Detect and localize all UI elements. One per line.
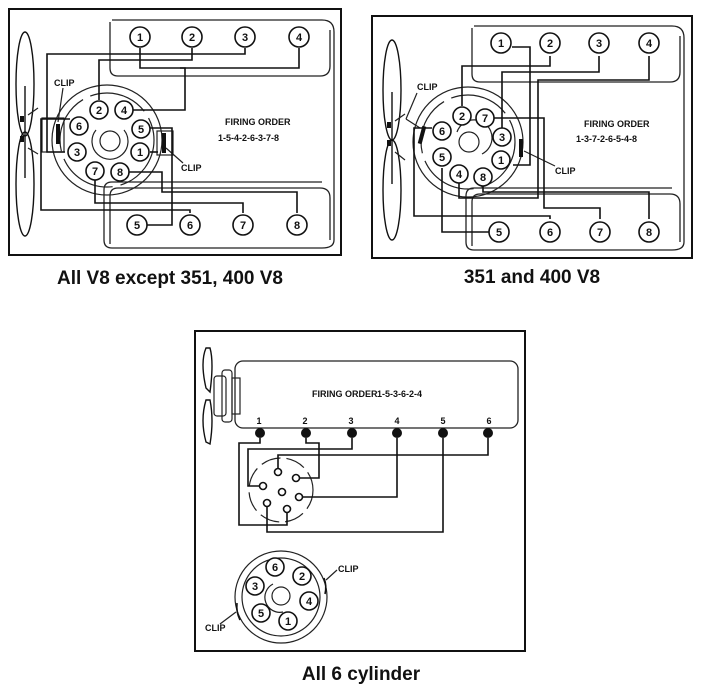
clip-right-icon <box>323 577 327 595</box>
dist-terminal-label: 4 <box>456 169 463 181</box>
dist-terminal-label: 1 <box>498 155 504 167</box>
distributor-cap-numbered: 6 2 4 1 5 3 <box>234 550 328 644</box>
dist-terminal-label: 2 <box>459 111 465 123</box>
cylinder-7-label: 7 <box>240 220 246 232</box>
dist-terminal-label: 7 <box>482 113 488 125</box>
clip-label-right: CLIP <box>555 166 576 176</box>
firing-order-title: FIRING ORDER <box>312 389 378 399</box>
cylinder-4-label: 4 <box>296 32 303 44</box>
top-bank-outline <box>471 28 681 83</box>
clip-bracket-right <box>156 130 174 156</box>
cylinder-4-label: 4 <box>646 38 653 50</box>
clip-left-icon <box>56 124 60 144</box>
frame <box>194 330 526 652</box>
cylinder-8-label: 8 <box>294 220 300 232</box>
firing-order-value: 1-3-7-2-6-5-4-8 <box>576 134 637 144</box>
cylinder-6-label: 6 <box>187 220 193 232</box>
top-bank-terminals: 1 2 3 4 <box>129 26 310 48</box>
dist-terminal-label: 5 <box>439 152 445 164</box>
cylinder-2-label: 2 <box>547 38 553 50</box>
top-bank-outline <box>109 22 331 77</box>
cylinder-5-label: 5 <box>134 220 140 232</box>
dist-terminal-label: 3 <box>499 132 505 144</box>
frame <box>8 8 342 256</box>
engine-block <box>234 360 519 429</box>
diagram-v8-351-400: CLIP CLIP 1 2 3 4 5 6 7 8 2 7 <box>371 15 693 288</box>
clip-left-icon <box>236 602 241 621</box>
fan-icon <box>15 31 39 237</box>
clip-right-icon <box>162 133 166 153</box>
firing-order-title: FIRING ORDER <box>584 119 650 129</box>
cylinder-1-label: 1 <box>498 38 504 50</box>
firing-order-title: FIRING ORDER <box>225 117 291 127</box>
rotation-arrow-icon <box>264 583 284 613</box>
fan-icon <box>202 347 241 446</box>
bottom-bank-terminals: 5 6 7 8 <box>126 214 308 236</box>
spark-plug-wires <box>238 438 489 533</box>
dist-terminal-label: 2 <box>96 105 102 117</box>
cylinder-5-label: 5 <box>440 416 445 426</box>
dist-terminal-label: 1 <box>137 147 143 159</box>
dist-terminal-label: 4 <box>306 596 313 608</box>
diagram-caption: All 6 cylinder <box>302 664 421 685</box>
dist-terminal-label: 4 <box>121 105 128 117</box>
clip-label-right: CLIP <box>338 564 359 574</box>
fan-icon <box>382 39 406 241</box>
rotation-arrow-icon <box>91 129 129 160</box>
dist-terminal-label: 5 <box>138 124 144 136</box>
cylinder-6-label: 6 <box>486 416 491 426</box>
distributor-cap <box>51 84 163 196</box>
cylinder-1-label: 1 <box>256 416 261 426</box>
diagram-caption: All V8 except 351, 400 V8 <box>57 268 283 289</box>
cylinder-3-label: 3 <box>242 32 248 44</box>
dist-terminal-label: 7 <box>92 166 98 178</box>
engine-block <box>465 25 685 251</box>
firing-order-value: 1-5-4-2-6-3-7-8 <box>218 133 279 143</box>
dist-terminal-label: 8 <box>480 172 486 184</box>
dist-terminal-label: 6 <box>439 126 445 138</box>
spark-plug-dots <box>255 428 493 438</box>
cylinder-3-label: 3 <box>348 416 353 426</box>
diagram-caption: 351 and 400 V8 <box>464 267 600 288</box>
cylinder-labels: 1 2 3 4 5 6 <box>256 416 491 426</box>
distributor-terminals: 2 7 6 3 5 1 4 8 <box>432 106 512 187</box>
cylinder-6-label: 6 <box>547 227 553 239</box>
cylinder-3-label: 3 <box>596 38 602 50</box>
cylinder-5-label: 5 <box>496 227 502 239</box>
cylinder-2-label: 2 <box>302 416 307 426</box>
distributor-terminals: 2 4 6 5 3 1 7 8 <box>67 100 151 182</box>
dist-terminal-label: 3 <box>252 581 258 593</box>
dist-terminal-label: 3 <box>74 147 80 159</box>
top-bank-terminals: 1 2 3 4 <box>490 32 660 54</box>
cylinder-4-label: 4 <box>394 416 399 426</box>
cylinder-7-label: 7 <box>597 227 603 239</box>
distributor-cap-top-view <box>248 457 314 523</box>
clip-label-right: CLIP <box>181 163 202 173</box>
bottom-bank-terminals: 5 6 7 8 <box>488 221 660 243</box>
spark-plug-wires <box>413 46 650 233</box>
spark-plug-wires <box>40 48 300 226</box>
dist-terminal-label: 6 <box>76 121 82 133</box>
dist-terminal-label: 8 <box>117 167 123 179</box>
diagram-v8-standard: CLIP CLIP 1 2 3 4 5 6 7 8 <box>8 8 342 289</box>
clip-label-left: CLIP <box>205 623 226 633</box>
engine-block <box>103 19 335 249</box>
cylinder-2-label: 2 <box>189 32 195 44</box>
clip-label-left: CLIP <box>417 82 438 92</box>
dist-terminal-label: 1 <box>285 616 291 628</box>
cylinder-8-label: 8 <box>646 227 652 239</box>
firing-order-value: 1-5-3-6-2-4 <box>377 389 422 399</box>
frame <box>371 15 693 259</box>
diagram-six-cylinder: FIRING ORDER 1-5-3-6-2-4 1 2 3 4 5 6 <box>194 330 526 685</box>
dist-terminal-label: 5 <box>258 608 264 620</box>
dist-terminal-label: 2 <box>299 571 305 583</box>
dist-terminal-label: 6 <box>272 562 278 574</box>
clip-left-icon <box>417 125 427 145</box>
clip-right-icon <box>519 139 523 157</box>
bottom-bank-outline <box>109 187 331 244</box>
clip-label-left: CLIP <box>54 78 75 88</box>
cylinder-1-label: 1 <box>137 32 143 44</box>
